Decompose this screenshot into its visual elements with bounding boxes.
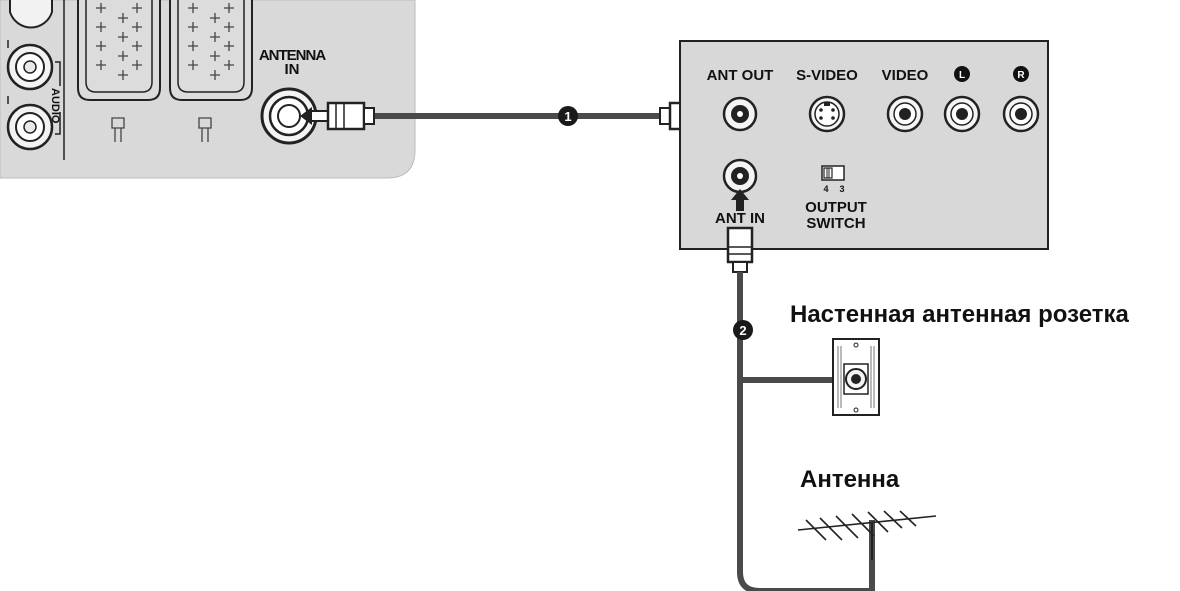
tv-rear-panel: AUDIO (0, 0, 416, 179)
output-switch: 4 3 OUTPUT SWITCH (805, 165, 867, 232)
audio-left-socket (943, 95, 981, 133)
cable-2-plug (726, 226, 754, 273)
video-socket (886, 95, 924, 133)
output-switch-label-line2: SWITCH (806, 215, 865, 232)
ant-in-label: ANT IN (715, 210, 765, 227)
cable-1-tv-plug (300, 101, 375, 131)
audio-right-socket (1002, 95, 1040, 133)
audio-right-badge: R (1013, 66, 1029, 82)
wall-antenna-socket: Настенная антенная розетка (790, 301, 1130, 416)
output-switch-label-line1: OUTPUT (805, 199, 867, 216)
step-1-number: 1 (564, 109, 571, 124)
audio-left-badge: L (954, 66, 970, 82)
antenna: Антенна (797, 466, 937, 560)
vcr-ant-in-socket (722, 158, 758, 194)
switch-position-4: 4 (823, 184, 828, 194)
step-2-marker: 2 (733, 320, 753, 340)
antenna-label: Антенна (800, 466, 900, 493)
ant-out-socket (722, 96, 758, 132)
step-2-number: 2 (739, 323, 746, 338)
wall-socket-label: Настенная антенная розетка (790, 301, 1130, 328)
audio-left-letter: L (959, 70, 965, 81)
antenna-in-label-line1: ANTENNA (259, 47, 326, 64)
ant-out-label: ANT OUT (707, 67, 774, 84)
scart-connector-1 (77, 0, 161, 142)
audio-label: AUDIO (49, 88, 61, 124)
step-1-marker: 1 (558, 106, 578, 126)
scart-connector-2 (169, 0, 253, 142)
audio-right-letter: R (1017, 70, 1025, 81)
antenna-in-label-line2: IN (285, 61, 300, 78)
s-video-label: S-VIDEO (796, 67, 858, 84)
switch-position-3: 3 (839, 184, 844, 194)
audio-jacks: AUDIO (6, 0, 61, 151)
vcr-rear-panel: ANT OUT S-VIDEO VIDEO L R (679, 40, 1049, 250)
video-label: VIDEO (882, 67, 929, 84)
s-video-socket (808, 95, 846, 133)
